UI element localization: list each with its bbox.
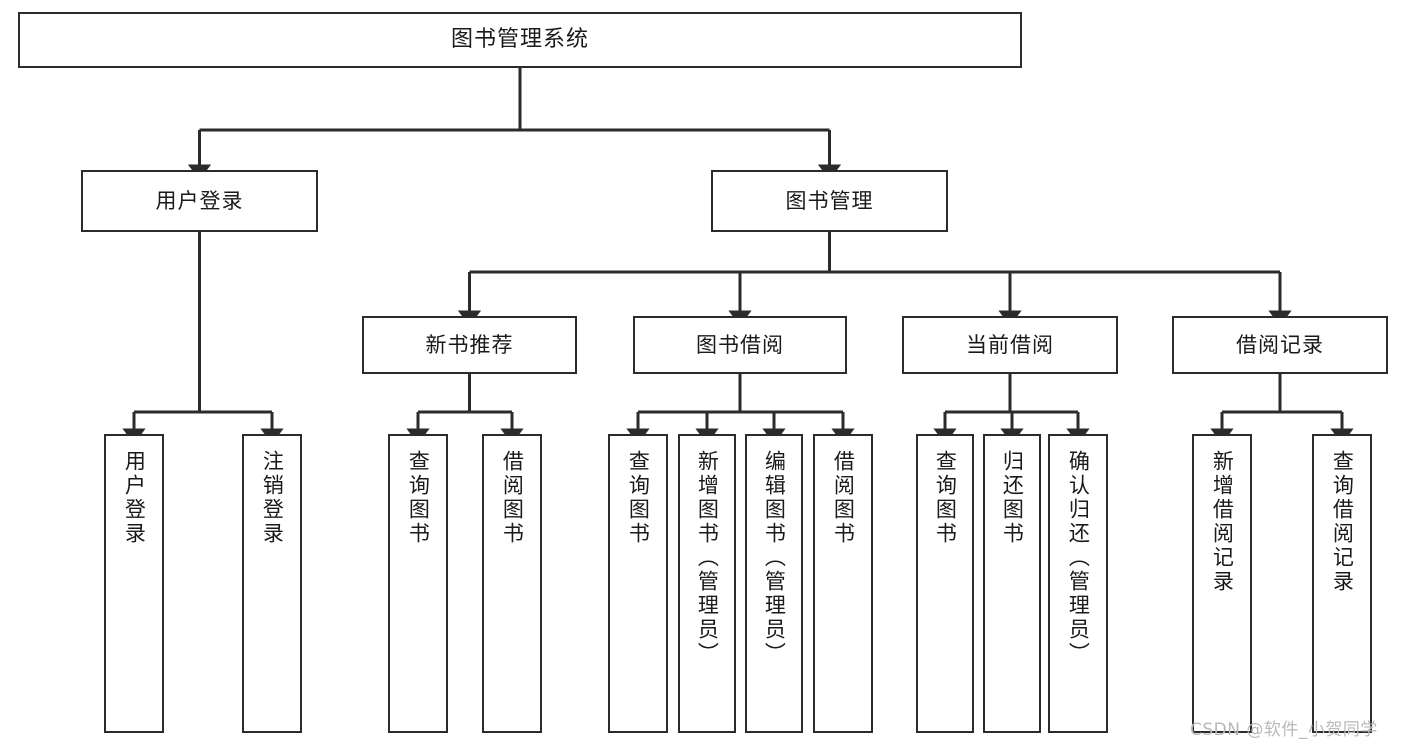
- node-current-borrowing[interactable]: 当前借阅: [902, 316, 1118, 374]
- node-label: 新书推荐: [425, 332, 514, 357]
- node-label: 查询借阅记录: [1330, 450, 1355, 594]
- leaf-logout-login[interactable]: 注销登录: [242, 434, 302, 733]
- node-label: 查询图书: [626, 450, 651, 546]
- node-label: 确认归还（管理员）: [1066, 450, 1091, 666]
- node-user-login[interactable]: 用户登录: [81, 170, 318, 232]
- node-label: 查询图书: [406, 450, 431, 546]
- node-label: 用户登录: [155, 188, 244, 213]
- node-label: 当前借阅: [966, 332, 1054, 357]
- edge-paths: [122, 68, 1354, 444]
- leaf-return-book[interactable]: 归还图书: [983, 434, 1041, 733]
- node-label: 图书借阅: [696, 332, 784, 357]
- leaf-user-login[interactable]: 用户登录: [104, 434, 164, 733]
- node-label: 新增图书（管理员）: [695, 450, 720, 666]
- node-label: 编辑图书（管理员）: [762, 450, 787, 666]
- leaf-query-book-new-rec[interactable]: 查询图书: [388, 434, 448, 733]
- leaf-query-book-borrowing[interactable]: 查询图书: [608, 434, 668, 733]
- leaf-add-borrow-record[interactable]: 新增借阅记录: [1192, 434, 1252, 733]
- node-label: 查询图书: [933, 450, 958, 546]
- node-label: 借阅记录: [1236, 332, 1324, 357]
- leaf-query-borrow-record[interactable]: 查询借阅记录: [1312, 434, 1372, 733]
- node-label: 新增借阅记录: [1210, 450, 1235, 594]
- leaf-borrow-book-borrowing[interactable]: 借阅图书: [813, 434, 873, 733]
- node-label: 注销登录: [260, 450, 285, 546]
- node-root-book-management-system[interactable]: 图书管理系统: [18, 12, 1022, 68]
- csdn-watermark: CSDN @软件_小贺同学: [1190, 720, 1378, 740]
- node-label: 用户登录: [122, 450, 147, 546]
- node-new-book-recommendation[interactable]: 新书推荐: [362, 316, 577, 374]
- node-book-borrowing[interactable]: 图书借阅: [633, 316, 847, 374]
- node-label: 借阅图书: [831, 450, 856, 546]
- node-borrowing-record[interactable]: 借阅记录: [1172, 316, 1388, 374]
- node-book-management[interactable]: 图书管理: [711, 170, 948, 232]
- node-label: 图书管理: [785, 188, 874, 213]
- node-label: 归还图书: [1000, 450, 1025, 546]
- leaf-add-book-admin[interactable]: 新增图书（管理员）: [678, 434, 736, 733]
- leaf-borrow-book-new-rec[interactable]: 借阅图书: [482, 434, 542, 733]
- leaf-query-book-current[interactable]: 查询图书: [916, 434, 974, 733]
- node-label: 图书管理系统: [450, 27, 589, 53]
- leaf-confirm-return-admin[interactable]: 确认归还（管理员）: [1048, 434, 1108, 733]
- node-label: 借阅图书: [500, 450, 525, 546]
- leaf-edit-book-admin[interactable]: 编辑图书（管理员）: [745, 434, 803, 733]
